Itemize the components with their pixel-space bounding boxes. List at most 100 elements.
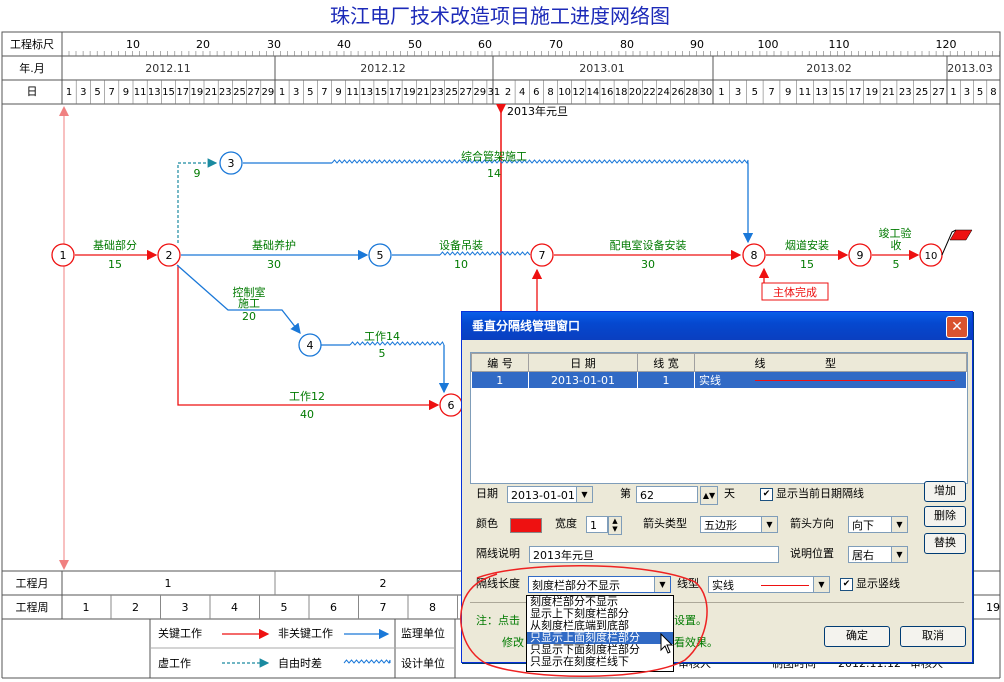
svg-text:30: 30 — [267, 258, 281, 271]
svg-text:自由时差: 自由时差 — [278, 656, 322, 670]
day-label: 7 — [321, 87, 327, 98]
node-2[interactable]: 2 — [157, 243, 181, 267]
day-number-input[interactable]: 62 — [636, 486, 698, 503]
day-label: 29 — [262, 87, 275, 98]
arrow-dir-label: 箭头方向 — [790, 517, 834, 530]
show-vline-checkbox[interactable]: ✔显示竖线 — [840, 575, 900, 593]
proj-month-1: 1 — [165, 577, 172, 590]
chevron-down-icon: ▼ — [654, 577, 670, 592]
stepper-icon[interactable]: ▲▼ — [608, 516, 622, 535]
arrow-type-select[interactable]: 五边形▼ — [700, 516, 778, 533]
day-label: 23 — [899, 87, 912, 98]
dropdown-option[interactable]: 从刻度栏底端到底部 — [530, 619, 629, 632]
node-9[interactable]: 9 — [848, 243, 872, 267]
day-label: 21 — [882, 87, 895, 98]
day-label: 1 — [718, 87, 724, 98]
table-row[interactable]: 1 2013-01-01 1 实线 — [471, 371, 967, 388]
ruler-tick-label: 60 — [478, 38, 492, 51]
date-picker[interactable]: 2013-01-01▼ — [507, 486, 593, 503]
node-4[interactable]: 4 — [298, 333, 322, 357]
node-6[interactable]: 6 — [439, 393, 463, 417]
day-label: 10 — [558, 87, 571, 98]
line-width-input[interactable]: 1 — [586, 516, 608, 533]
ruler-tick-label: 110 — [829, 38, 850, 51]
ruler-tick-label: 70 — [549, 38, 563, 51]
ok-button[interactable]: 确定 — [824, 626, 890, 647]
node-8[interactable]: 8 — [742, 243, 766, 267]
ruler-tick-label: 40 — [337, 38, 351, 51]
svg-text:设计单位: 设计单位 — [401, 656, 445, 670]
line-sample — [761, 585, 809, 586]
desc-label: 隔线说明 — [476, 547, 520, 560]
day-label: 27 — [459, 87, 472, 98]
svg-text:5: 5 — [377, 249, 384, 262]
chart-title: 珠江电厂技术改造项目施工进度网络图 — [330, 4, 670, 28]
date-label: 日期 — [476, 487, 498, 500]
row-id: 1 — [471, 371, 529, 388]
month-label: 2013.02 — [806, 62, 852, 75]
svg-text:基础养护: 基础养护 — [252, 238, 296, 252]
day-label: 23 — [431, 87, 444, 98]
node-3[interactable]: 3 — [219, 151, 243, 175]
replace-button[interactable]: 替换 — [924, 533, 966, 554]
vline-label: 2013年元旦 — [507, 104, 568, 118]
day-label: 19 — [403, 87, 416, 98]
length-select[interactable]: 刻度栏部分不显示▼ — [528, 576, 671, 593]
day-label: 1 — [279, 87, 285, 98]
node-7[interactable]: 7 — [530, 243, 554, 267]
desc-pos-select[interactable]: 居右▼ — [848, 546, 908, 563]
day-label: 9 — [123, 87, 129, 98]
day-label: 17 — [176, 87, 189, 98]
dropdown-option[interactable]: 只显示下面刻度栏部分 — [530, 643, 640, 656]
linetype-label: 线型 — [677, 577, 699, 590]
node-1[interactable]: 1 — [51, 243, 75, 267]
close-icon[interactable]: ✕ — [946, 316, 968, 338]
day-label: 13 — [148, 87, 161, 98]
arrow-dir-select[interactable]: 向下▼ — [848, 516, 908, 533]
add-button[interactable]: 增加 — [924, 481, 966, 502]
dropdown-option-selected[interactable]: 只显示上面刻度栏部分 — [527, 632, 673, 644]
day-label: 5 — [307, 87, 313, 98]
day-label: 17 — [849, 87, 862, 98]
show-current-checkbox[interactable]: ✔显示当前日期隔线 — [760, 485, 864, 503]
svg-text:30: 30 — [641, 258, 655, 271]
note-line2-tail: 看效果。 — [674, 636, 718, 649]
ruler-tick-label: 20 — [196, 38, 210, 51]
spin-icon[interactable]: ▲▼ — [700, 486, 718, 505]
delete-button[interactable]: 删除 — [924, 506, 966, 527]
milestone-box — [761, 282, 829, 301]
svg-text:监理单位: 监理单位 — [401, 626, 445, 640]
ruler-tick-label: 100 — [758, 38, 779, 51]
dropdown-option[interactable]: 刻度栏部分不显示 — [530, 595, 618, 608]
svg-text:关键工作: 关键工作 — [158, 626, 202, 640]
svg-text:1: 1 — [60, 249, 67, 262]
dialog-titlebar[interactable]: 垂直分隔线管理窗口 — [462, 312, 972, 340]
ruler-tick-label: 50 — [408, 38, 422, 51]
day-label: 3 — [293, 87, 299, 98]
day-label: 2 — [505, 87, 511, 98]
dialog-title: 垂直分隔线管理窗口 — [472, 319, 581, 333]
dropdown-option[interactable]: 只显示在刻度栏线下 — [530, 655, 629, 668]
col-header-id: 编 号 — [471, 353, 529, 372]
milestone-label: 主体完成 — [773, 285, 817, 299]
dropdown-option[interactable]: 显示上下刻度栏部分 — [530, 607, 629, 620]
row-label-proj-week: 工程周 — [16, 601, 49, 614]
length-dropdown-list[interactable]: 刻度栏部分不显示 显示上下刻度栏部分 从刻度栏底端到底部 只显示上面刻度栏部分 … — [526, 595, 674, 672]
month-label: 2012.12 — [360, 62, 406, 75]
node-10[interactable]: 10 — [919, 243, 943, 267]
ruler-tick-label: 30 — [267, 38, 281, 51]
svg-text:工作14: 工作14 — [364, 330, 400, 343]
svg-text:9: 9 — [194, 167, 201, 180]
linetype-select[interactable]: 实线▼ — [708, 576, 830, 593]
cancel-button[interactable]: 取消 — [900, 626, 966, 647]
svg-text:15: 15 — [800, 258, 814, 271]
node-5[interactable]: 5 — [368, 243, 392, 267]
desc-input[interactable]: 2013年元旦 — [529, 546, 779, 563]
day-label: 21 — [417, 87, 430, 98]
week-label: 4 — [231, 601, 238, 614]
color-swatch[interactable] — [510, 518, 542, 533]
day-label: 3 — [80, 87, 86, 98]
col-header-width: 线 宽 — [637, 353, 695, 372]
